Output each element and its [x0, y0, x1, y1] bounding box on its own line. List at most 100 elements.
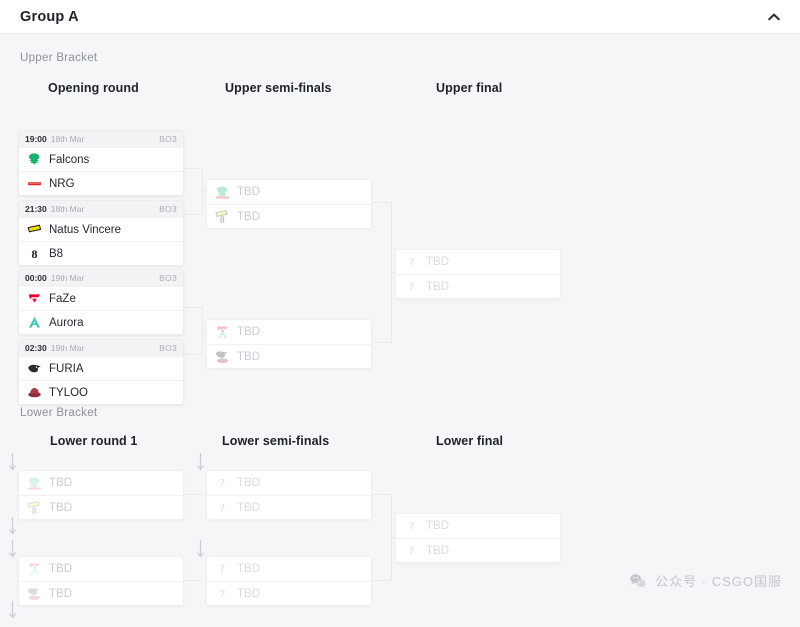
connector	[184, 494, 202, 495]
team-name: TBD	[237, 350, 260, 363]
team-row[interactable]: 8 TBD	[207, 204, 371, 228]
team-name: TBD	[237, 563, 260, 575]
loser-drop-arrow-icon	[8, 516, 17, 538]
loser-drop-arrow-icon	[8, 539, 17, 561]
team-row[interactable]: ? TBD	[207, 557, 371, 581]
match-date: 19th Mar	[50, 343, 85, 353]
falcons-logo	[27, 152, 42, 167]
team-name: TBD	[237, 587, 260, 600]
faze-logo	[27, 291, 42, 306]
bracket-board: Upper Bracket Opening round Upper semi-f…	[0, 34, 800, 619]
aurora-logo	[27, 315, 42, 330]
match-card[interactable]: ? TBD ? TBD	[206, 470, 372, 520]
match-date: 18th Mar	[50, 134, 85, 144]
team-row[interactable]: ? TBD	[207, 581, 371, 605]
round-label-upper-final: Upper final	[436, 81, 503, 95]
question-icon: ?	[408, 544, 415, 557]
team-row[interactable]: ? TBD	[396, 274, 560, 298]
match-card[interactable]: ? TBD ? TBD	[395, 249, 561, 299]
loser-drop-arrow-icon	[196, 452, 205, 474]
match-date: 19th Mar	[50, 273, 85, 283]
match-card[interactable]: 21:30 18th Mar BO3 Natus Vincere 8 B8	[18, 200, 184, 266]
team-name: B8	[49, 247, 64, 260]
match-card[interactable]: TBD 8 TBD	[206, 179, 372, 229]
team-row[interactable]: TBD	[207, 320, 371, 344]
question-icon: ?	[219, 477, 226, 489]
question-icon: ?	[408, 520, 415, 532]
match-format: BO3	[159, 343, 177, 353]
furia-logo	[27, 361, 42, 376]
match-date: 18th Mar	[50, 204, 85, 214]
watermark: 公众号 · CSGO国服	[629, 571, 782, 590]
round-label-lower-semis: Lower semi-finals	[222, 434, 330, 448]
team-row[interactable]: ? TBD	[207, 471, 371, 495]
match-card[interactable]: 19:00 18th Mar BO3 Falcons NRG	[18, 130, 184, 196]
match-format: BO3	[159, 134, 177, 144]
svg-text:8: 8	[32, 247, 38, 261]
match-card[interactable]: TBD TBD	[206, 319, 372, 369]
match-time: 19:00	[25, 134, 47, 144]
connector	[373, 494, 391, 495]
team-row[interactable]: Aurora	[19, 310, 183, 334]
match-header: 21:30 18th Mar BO3	[19, 201, 183, 217]
team-name: Aurora	[49, 316, 84, 329]
match-card[interactable]: ? TBD ? TBD	[206, 556, 372, 606]
team-row[interactable]: 8 TBD	[19, 495, 183, 519]
watermark-text: 公众号 · CSGO国服	[655, 574, 782, 589]
team-row[interactable]: Falcons	[19, 147, 183, 171]
match-time: 02:30	[25, 343, 47, 353]
navi-b8-placeholder: 8	[27, 500, 42, 515]
connector	[184, 307, 202, 308]
team-row[interactable]: TBD	[207, 180, 371, 204]
match-card[interactable]: ? TBD ? TBD	[395, 513, 561, 563]
match-card[interactable]: TBD 8 TBD	[18, 470, 184, 520]
navi-b8-placeholder: 8	[215, 209, 230, 224]
team-row[interactable]: ? TBD	[396, 538, 560, 562]
round-label-upper-semis: Upper semi-finals	[225, 81, 332, 95]
nrg-logo	[27, 176, 42, 191]
team-name: TBD	[237, 326, 260, 338]
faze-aurora-placeholder	[215, 325, 230, 340]
team-row[interactable]: FURIA	[19, 356, 183, 380]
team-name: Falcons	[49, 153, 90, 166]
match-header: 19:00 18th Mar BO3	[19, 131, 183, 147]
team-row[interactable]: TBD	[19, 557, 183, 581]
team-row[interactable]: FaZe	[19, 286, 183, 310]
team-row[interactable]: NRG	[19, 171, 183, 195]
round-label-lower-round-1: Lower round 1	[50, 434, 138, 448]
team-row[interactable]: TYLOO	[19, 380, 183, 404]
b8-logo: 8	[27, 246, 42, 261]
match-card[interactable]: TBD TBD	[18, 556, 184, 606]
team-row[interactable]: TBD	[207, 344, 371, 368]
match-card[interactable]: 00:00 19th Mar BO3 FaZe Aurora	[18, 269, 184, 335]
chevron-up-icon[interactable]	[766, 9, 782, 25]
furia-tyloo-placeholder	[215, 349, 230, 364]
connector	[373, 202, 391, 203]
team-row[interactable]: TBD	[19, 581, 183, 605]
wechat-icon	[629, 572, 647, 590]
team-row[interactable]: ? TBD	[396, 514, 560, 538]
team-name: TBD	[49, 477, 72, 489]
svg-text:8: 8	[220, 215, 225, 224]
team-name: FURIA	[49, 362, 84, 375]
team-row[interactable]: ? TBD	[207, 495, 371, 519]
question-icon: ?	[219, 501, 226, 514]
question-icon: ?	[219, 563, 226, 575]
match-card[interactable]: 02:30 19th Mar BO3 FURIA TYLOO	[18, 339, 184, 405]
team-name: TBD	[49, 563, 72, 575]
falcons-nrg-placeholder	[27, 476, 42, 491]
team-row[interactable]: Natus Vincere	[19, 217, 183, 241]
team-row[interactable]: TBD	[19, 471, 183, 495]
loser-drop-arrow-icon	[196, 539, 205, 561]
match-time: 00:00	[25, 273, 47, 283]
question-icon: ?	[219, 587, 226, 600]
team-row[interactable]: 8 B8	[19, 241, 183, 265]
team-row[interactable]: ? TBD	[396, 250, 560, 274]
navi-logo	[27, 222, 42, 237]
team-name: TBD	[49, 587, 72, 600]
group-header[interactable]: Group A	[0, 0, 800, 34]
match-format: BO3	[159, 273, 177, 283]
upper-bracket-label: Upper Bracket	[20, 52, 98, 64]
match-time: 21:30	[25, 204, 47, 214]
team-name: TBD	[237, 210, 260, 223]
